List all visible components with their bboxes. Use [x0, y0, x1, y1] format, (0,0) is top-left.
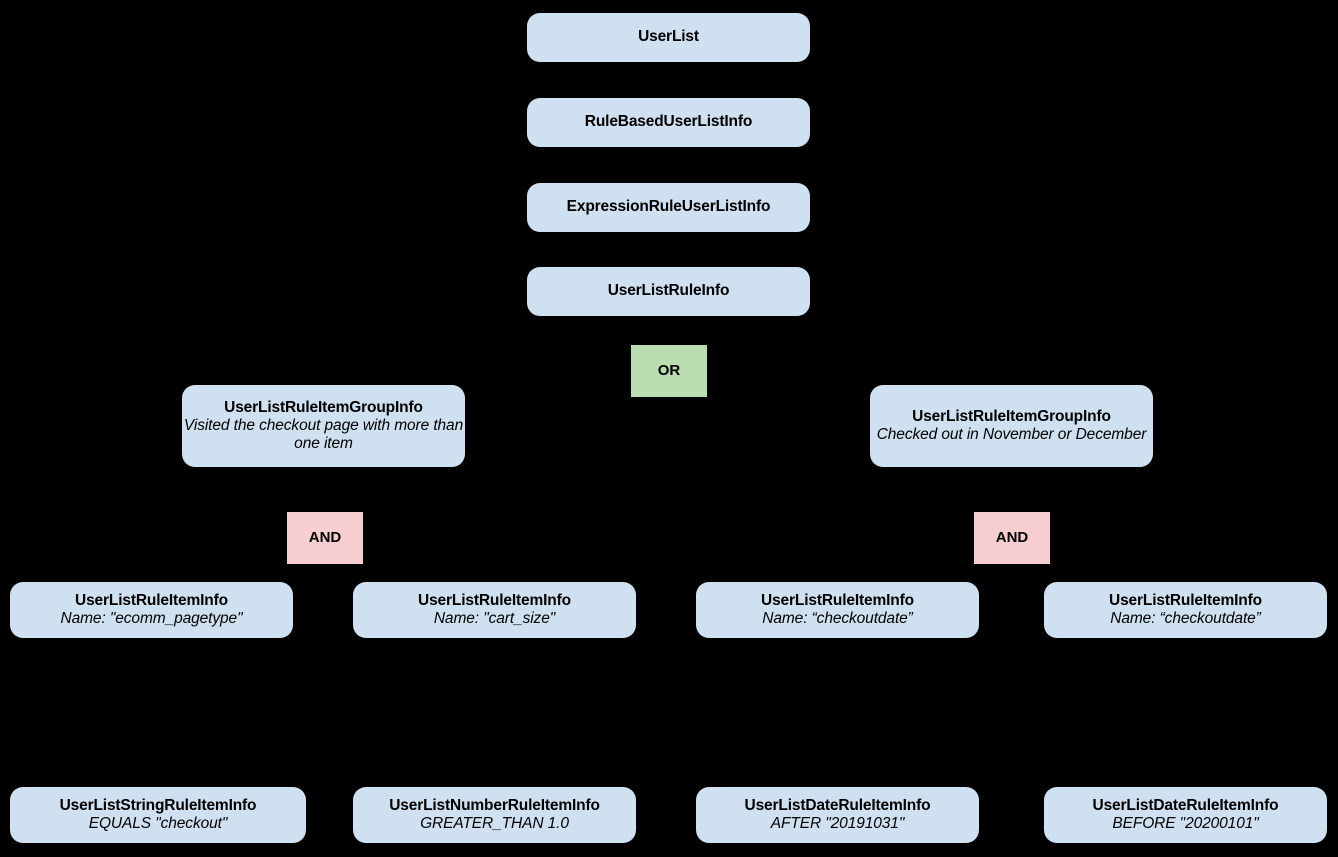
- node-title: UserListStringRuleItemInfo: [59, 796, 257, 814]
- operator-label: OR: [657, 362, 681, 380]
- connector-and-left-to-rule-item-ecomm-pagetype: [150, 572, 326, 574]
- node-rule-based-user-list-info[interactable]: RuleBasedUserListInfo: [527, 98, 810, 147]
- operator-label: AND: [308, 529, 342, 547]
- node-title: RuleBasedUserListInfo: [584, 113, 753, 131]
- arrowhead-icon: [149, 778, 167, 787]
- node-subtitle: BEFORE "20200101": [1112, 815, 1259, 832]
- connector-or-operator-to-group-right: [668, 390, 1013, 392]
- node-subtitle: Name: "ecomm_pagetype": [60, 610, 243, 627]
- arrowhead-icon: [660, 336, 678, 345]
- connector-expression-rule-user-list-info-to-user-list-rule-info: [667, 232, 670, 250]
- arrowhead-icon: [485, 778, 504, 787]
- connector-group-left-to-and-left: [324, 489, 326, 512]
- node-title: ExpressionRuleUserListInfo: [566, 198, 771, 216]
- connector-and-left-to-rule-item-cart-size: [324, 564, 326, 573]
- node-title: UserList: [638, 28, 699, 46]
- node-title: UserListRuleInfo: [607, 282, 730, 300]
- connector-group-left-to-and-left: [322, 467, 325, 490]
- node-user-list-rule-info[interactable]: UserListRuleInfo: [527, 267, 810, 316]
- arrowhead-icon: [1003, 503, 1021, 512]
- connector-rule-item-checkoutdate-after-to-date-rule-item-info-after: [836, 712, 839, 787]
- node-and-left[interactable]: AND: [287, 512, 363, 564]
- connector-and-left-to-rule-item-cart-size: [324, 572, 496, 574]
- connector-or-operator-to-group-left: [322, 390, 670, 392]
- connector-rule-item-cart-size-to-number-rule-item-info: [493, 712, 496, 787]
- connector-group-right-to-and-right: [1010, 467, 1013, 490]
- connector-rule-item-ecomm-pagetype-to-string-rule-item-info: [150, 638, 153, 713]
- node-subtitle: GREATER_THAN 1.0: [420, 815, 569, 832]
- arrowhead-icon: [1176, 778, 1195, 787]
- arrowhead-icon: [485, 573, 504, 582]
- arrowhead-icon: [659, 89, 678, 98]
- connector-user-list-rule-info-to-or-operator: [667, 316, 670, 331]
- node-title: UserListNumberRuleItemInfo: [389, 796, 600, 814]
- arrowhead-icon: [828, 573, 847, 582]
- node-title: UserListRuleItemInfo: [1109, 591, 1262, 609]
- node-and-right[interactable]: AND: [974, 512, 1050, 564]
- connector-and-right-to-rule-item-checkoutdate-after: [836, 572, 1013, 574]
- arrowhead-icon: [142, 573, 161, 582]
- operator-label: AND: [995, 529, 1029, 547]
- node-title: UserListRuleItemInfo: [418, 591, 571, 609]
- arrowhead-icon: [314, 376, 333, 385]
- node-subtitle: Visited the checkout page with more than…: [183, 416, 464, 453]
- node-subtitle: Name: “checkoutdate”: [762, 610, 913, 627]
- node-expression-rule-user-list-info[interactable]: ExpressionRuleUserListInfo: [527, 183, 810, 232]
- node-subtitle: Checked out in November or December: [876, 426, 1147, 443]
- connector-rule-item-checkoutdate-after-to-date-rule-item-info-after: [836, 638, 839, 713]
- arrowhead-icon: [1176, 573, 1195, 582]
- connector-and-right-to-rule-item-checkoutdate-before: [1011, 572, 1187, 574]
- arrowhead-icon: [659, 258, 678, 267]
- node-subtitle: AFTER "20191031": [770, 815, 905, 832]
- connector-rule-item-checkoutdate-before-to-date-rule-item-info-before: [1184, 712, 1187, 787]
- arrowhead-icon: [316, 503, 334, 512]
- connector-and-right-to-rule-item-checkoutdate-before: [1011, 564, 1013, 573]
- node-title: UserListDateRuleItemInfo: [744, 796, 931, 814]
- node-title: UserListRuleItemInfo: [75, 591, 228, 609]
- node-user-list[interactable]: UserList: [527, 13, 810, 62]
- node-subtitle: Name: “checkoutdate”: [1110, 610, 1261, 627]
- node-or-operator[interactable]: OR: [631, 345, 707, 397]
- connector-rule-item-ecomm-pagetype-to-string-rule-item-info: [150, 711, 159, 714]
- arrowhead-icon: [1002, 376, 1021, 385]
- arrowhead-icon: [828, 778, 847, 787]
- arrowhead-icon: [659, 174, 678, 183]
- node-subtitle: Name: "cart_size": [433, 610, 556, 627]
- connector-user-list-to-rule-based-user-list-info: [667, 62, 670, 80]
- node-title: UserListRuleItemGroupInfo: [912, 407, 1111, 425]
- connector-group-right-to-and-right: [1011, 489, 1013, 512]
- node-title: UserListDateRuleItemInfo: [1092, 796, 1279, 814]
- connector-rule-item-ecomm-pagetype-to-string-rule-item-info: [157, 712, 159, 787]
- connector-rule-item-cart-size-to-number-rule-item-info: [493, 638, 496, 713]
- node-title: UserListRuleItemInfo: [761, 591, 914, 609]
- node-title: UserListRuleItemGroupInfo: [224, 398, 423, 416]
- connector-rule-based-user-list-info-to-expression-rule-user-list-info: [667, 147, 670, 165]
- node-subtitle: EQUALS "checkout": [88, 815, 228, 832]
- connector-rule-item-checkoutdate-before-to-date-rule-item-info-before: [1184, 638, 1187, 713]
